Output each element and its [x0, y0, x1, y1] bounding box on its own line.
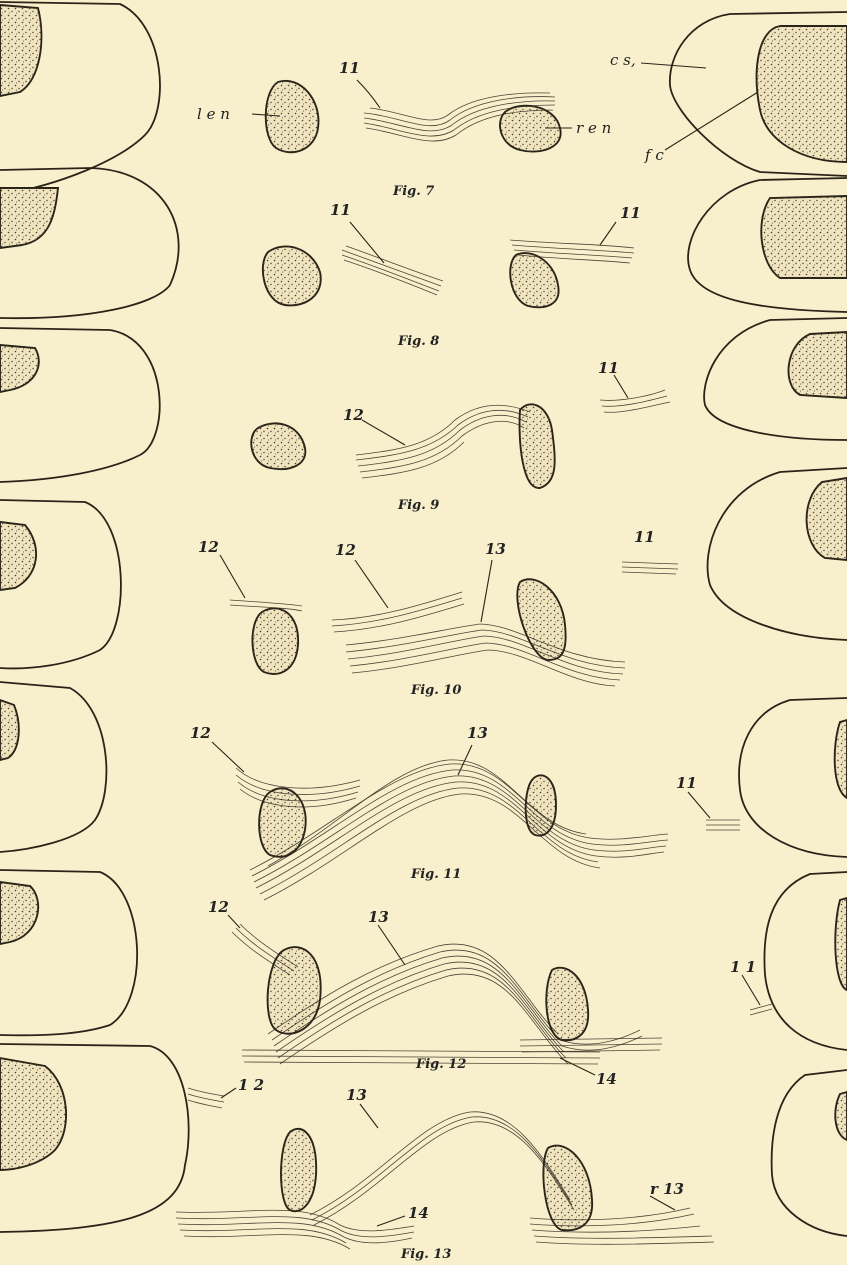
leader-11 — [350, 222, 384, 263]
label-13: 13 — [485, 540, 506, 558]
nucleus-stipple — [757, 26, 847, 162]
leader-r13 — [650, 1196, 675, 1210]
figure-9: 12 11 Fig. 9 — [251, 359, 670, 513]
figure-caption: Fig. 7 — [392, 184, 434, 199]
label-11: 11 — [676, 774, 697, 792]
figure-12: 12 13 14 1 1 Fig. 12 — [208, 898, 772, 1088]
figure-10: 12 12 13 11 Fig. 10 — [198, 528, 678, 698]
nucleus-stipple — [0, 1058, 66, 1170]
leader-11 — [600, 222, 616, 245]
nerve-12-fibres — [188, 1088, 224, 1108]
figure-caption: Fig. 8 — [397, 334, 439, 349]
leader-12 — [355, 560, 388, 608]
leader-12 — [362, 420, 405, 445]
label-11: 11 — [598, 359, 619, 377]
nucleus-stipple — [520, 404, 555, 488]
figure-7: l e n r e n 11 c s, f c Fig. 7 — [197, 51, 758, 199]
leader-fc — [665, 92, 758, 150]
leader-12 — [221, 1088, 236, 1098]
label-12: 12 — [190, 724, 211, 742]
cord-outline — [739, 698, 847, 857]
label-14: 14 — [596, 1070, 617, 1088]
nucleus-stipple — [546, 968, 588, 1041]
figure-11: 12 13 11 Fig. 11 — [190, 724, 740, 900]
leader-11 — [614, 375, 628, 398]
nerve-11-fibres — [750, 1004, 772, 1015]
label-len: l e n — [197, 105, 230, 123]
right-sections — [670, 12, 847, 1236]
nerve-13-fibres — [346, 624, 625, 686]
leader-11 — [357, 80, 380, 108]
nucleus-stipple — [266, 81, 319, 152]
figure-caption: Fig. 11 — [410, 867, 461, 882]
nucleus-stipple — [0, 188, 58, 248]
label-11: 11 — [620, 204, 641, 222]
label-12: 12 — [335, 541, 356, 559]
label-12: 1 2 — [238, 1076, 264, 1094]
nucleus-stipple — [252, 608, 298, 674]
leader-14 — [377, 1216, 405, 1226]
leader-cs — [641, 63, 706, 68]
label-cs: c s, — [610, 51, 636, 69]
leader-11 — [688, 792, 710, 818]
label-11: 11 — [330, 201, 351, 219]
label-12: 12 — [198, 538, 219, 556]
label-12: 12 — [208, 898, 229, 916]
nucleus-stipple — [761, 196, 847, 278]
figure-caption: Fig. 12 — [415, 1057, 466, 1072]
leader-12 — [212, 742, 244, 772]
nucleus-stipple — [807, 478, 847, 560]
nerve-11-fibres — [622, 562, 678, 574]
figure-caption: Fig. 13 — [400, 1247, 451, 1262]
leader-13 — [360, 1104, 378, 1128]
nerve-11-fibres — [600, 390, 670, 412]
nucleus-stipple — [263, 246, 321, 305]
label-11: 11 — [634, 528, 655, 546]
label-13: 13 — [368, 908, 389, 926]
nerve-14-fibres — [176, 1210, 414, 1249]
figure-caption: Fig. 10 — [410, 683, 461, 698]
figure-8: 11 11 Fig. 8 — [263, 201, 641, 349]
leader-14 — [560, 1058, 595, 1075]
nucleus-stipple — [0, 345, 39, 392]
cord-outline — [772, 1070, 847, 1236]
nucleus-stipple — [251, 423, 305, 469]
leader-12 — [228, 915, 240, 928]
nerve-12-fibres — [236, 768, 360, 807]
nucleus-stipple — [789, 332, 847, 398]
nerve-12-fibres — [356, 405, 530, 478]
figure-13: 1 2 13 14 r 13 Fig. 13 — [176, 1076, 714, 1262]
label-11: 11 — [339, 59, 360, 77]
label-14: 14 — [408, 1204, 429, 1222]
leader-13 — [378, 925, 405, 965]
label-r13: r 13 — [650, 1180, 684, 1198]
label-ren: r e n — [576, 119, 611, 137]
nucleus-stipple — [517, 579, 565, 660]
label-12: 12 — [343, 406, 364, 424]
label-13: 13 — [467, 724, 488, 742]
cord-outline — [764, 872, 847, 1050]
nerve-13-fibres — [310, 1112, 574, 1225]
label-13: 13 — [346, 1086, 367, 1104]
leader-11 — [742, 975, 760, 1005]
figure-caption: Fig. 9 — [397, 498, 439, 513]
nucleus-stipple — [0, 5, 41, 96]
label-11: 1 1 — [730, 958, 756, 976]
nerve-11-fibres — [706, 820, 740, 830]
left-sections — [0, 2, 189, 1232]
label-fc: f c — [644, 146, 664, 164]
nucleus-stipple — [0, 882, 38, 944]
cord-outline — [0, 682, 106, 852]
nerve-11-fibres — [342, 246, 443, 295]
leader-12 — [220, 555, 245, 598]
leader-13 — [481, 560, 492, 622]
nerve-12-fibres — [332, 592, 464, 632]
